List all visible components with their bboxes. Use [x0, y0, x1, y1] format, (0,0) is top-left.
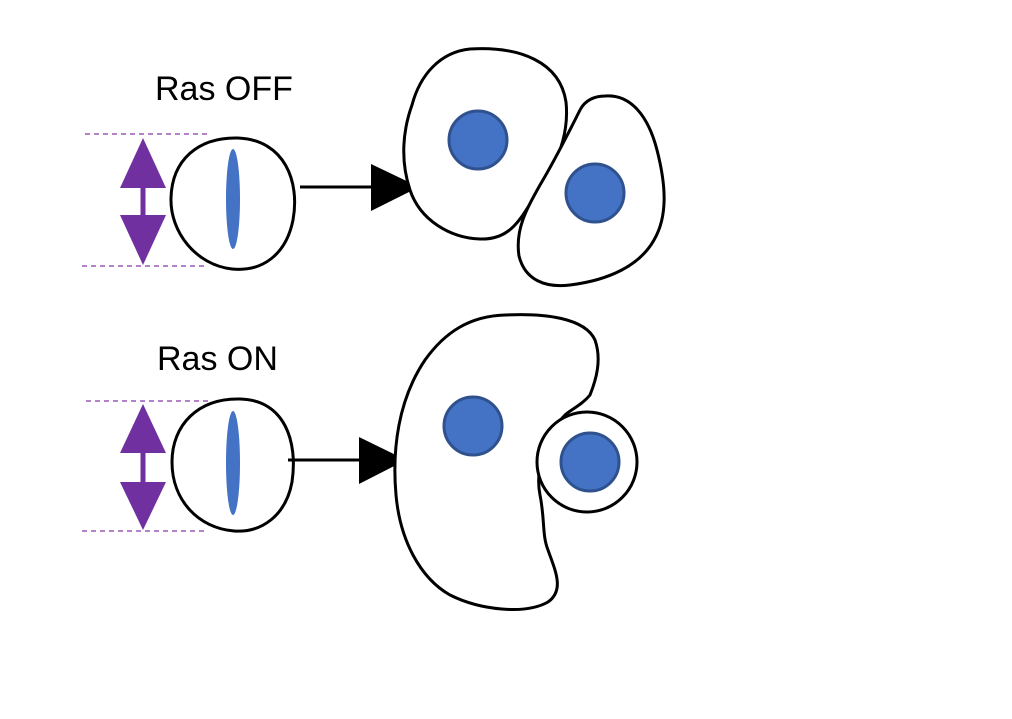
- daughter-nucleus-large-on: [442, 395, 504, 457]
- arrow-on: [288, 437, 406, 484]
- panel-ras-on: Ras ON: [82, 313, 639, 611]
- daughter-nucleus-small-on: [559, 431, 621, 493]
- label-ras-on: Ras ON: [157, 340, 278, 378]
- label-ras-off: Ras OFF: [155, 70, 293, 108]
- panel-ras-off: Ras OFF: [82, 47, 666, 288]
- arrow-off: [300, 164, 419, 211]
- size-double-arrow-off: [120, 138, 166, 265]
- daughter-nucleus-2-off: [564, 162, 626, 224]
- spindle-nucleus-off: [226, 149, 240, 249]
- daughter-cell-large-on: [393, 313, 600, 611]
- daughter-nucleus-1-off: [447, 109, 509, 171]
- spindle-nucleus-on: [226, 411, 240, 515]
- size-double-arrow-on: [120, 404, 166, 530]
